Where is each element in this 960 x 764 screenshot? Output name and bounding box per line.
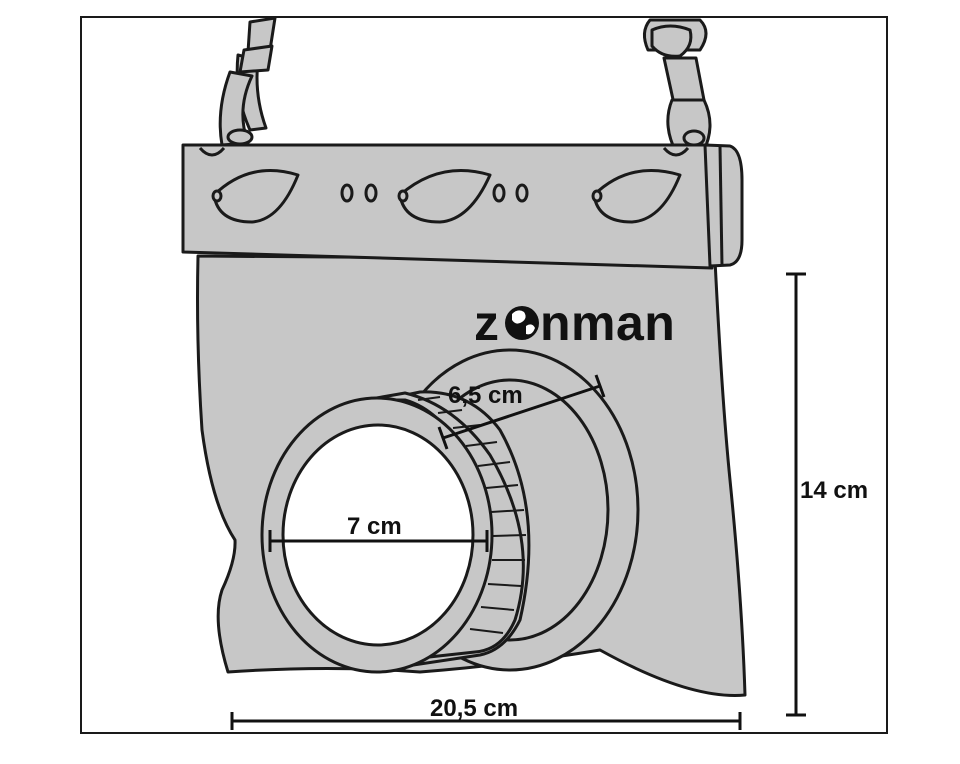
lens-housing <box>260 348 640 674</box>
seal-dot <box>492 183 506 203</box>
seal-dot <box>515 183 529 203</box>
right-clip-eye <box>650 24 693 58</box>
dimension-lens-outer <box>437 374 606 450</box>
left-clip-ring <box>226 128 254 146</box>
brand-logo: z nman <box>474 295 675 351</box>
globe-icon <box>505 306 539 340</box>
left-clip-head <box>238 44 274 74</box>
right-strap <box>643 18 712 154</box>
frame-border <box>80 16 888 734</box>
seal-dot <box>340 183 354 203</box>
snap-left-pin <box>211 189 223 203</box>
brand-suffix: nman <box>540 295 675 351</box>
seal-end-cap <box>703 143 744 268</box>
brand-prefix: z <box>474 295 500 351</box>
snap-right-pin <box>591 189 603 203</box>
dimension-height <box>786 272 806 717</box>
dimension-width <box>230 712 742 730</box>
right-clip-body <box>662 56 706 106</box>
lens-inner-label: 7 cm <box>347 513 402 540</box>
lens-window <box>281 423 475 647</box>
lens-outer-dimension-line <box>442 384 601 440</box>
seal-hole-right <box>662 146 690 157</box>
snap-middle-pin <box>397 189 409 203</box>
width-label: 20,5 cm <box>430 695 518 722</box>
seal-snaps <box>211 169 682 224</box>
seal-hole-left <box>198 146 226 157</box>
snap-right <box>592 169 682 224</box>
lens-outer-label: 6,5 cm <box>448 382 523 409</box>
seal-dot <box>364 183 378 203</box>
height-label: 14 cm <box>800 477 868 504</box>
snap-middle <box>398 169 492 224</box>
snap-left <box>212 169 300 224</box>
lens-outer-tick-end <box>594 374 606 398</box>
lens-grip-lines <box>417 396 527 634</box>
right-clip-ring <box>682 129 706 147</box>
lens-outer-tick-start <box>437 426 449 450</box>
left-strap <box>218 16 277 147</box>
dimension-lens-inner <box>268 530 489 552</box>
seal-end-line <box>718 145 724 267</box>
